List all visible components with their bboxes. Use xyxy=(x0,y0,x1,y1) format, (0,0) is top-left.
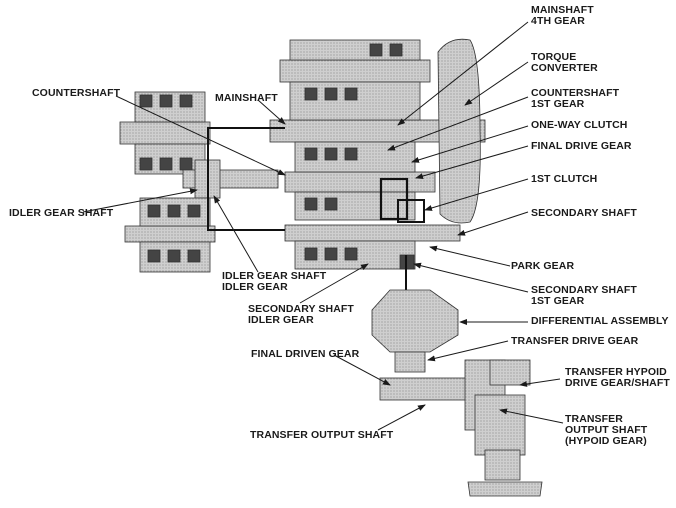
countershaft-assembly xyxy=(284,141,436,221)
leader-lines xyxy=(82,21,564,431)
lower-left-shaft-assembly xyxy=(124,197,216,273)
first-clutch-outline xyxy=(379,177,425,223)
mainshaft-assembly xyxy=(269,39,486,143)
secondary-shaft-assembly xyxy=(284,224,461,270)
label-1st-clutch: 1ST CLUTCH xyxy=(531,173,598,185)
left-countershaft-assembly xyxy=(119,91,211,175)
label-final-drive-gear: FINAL DRIVE GEAR xyxy=(531,140,632,152)
label-one-way-clutch: ONE-WAY CLUTCH xyxy=(531,119,628,131)
label-differential-assembly: DIFFERENTIAL ASSEMBLY xyxy=(531,315,669,327)
label-idler-gear-shaft: IDLER GEAR SHAFT xyxy=(9,207,114,219)
label-secondary-shaft: SECONDARY SHAFT xyxy=(531,207,637,219)
label-mainshaft: MAINSHAFT xyxy=(215,92,278,104)
label-transfer-output-shaft: TRANSFER OUTPUT SHAFT xyxy=(250,429,394,441)
label-park-gear: PARK GEAR xyxy=(511,260,575,272)
differential-assembly-body xyxy=(371,289,459,373)
label-transfer-drive-gear: TRANSFER DRIVE GEAR xyxy=(511,335,639,347)
label-countershaft-left: COUNTERSHAFT xyxy=(32,87,121,99)
transfer-assembly-body xyxy=(379,359,543,497)
idler-gear-shaft-assembly xyxy=(182,159,279,199)
label-final-driven-gear: FINAL DRIVEN GEAR xyxy=(251,348,360,360)
